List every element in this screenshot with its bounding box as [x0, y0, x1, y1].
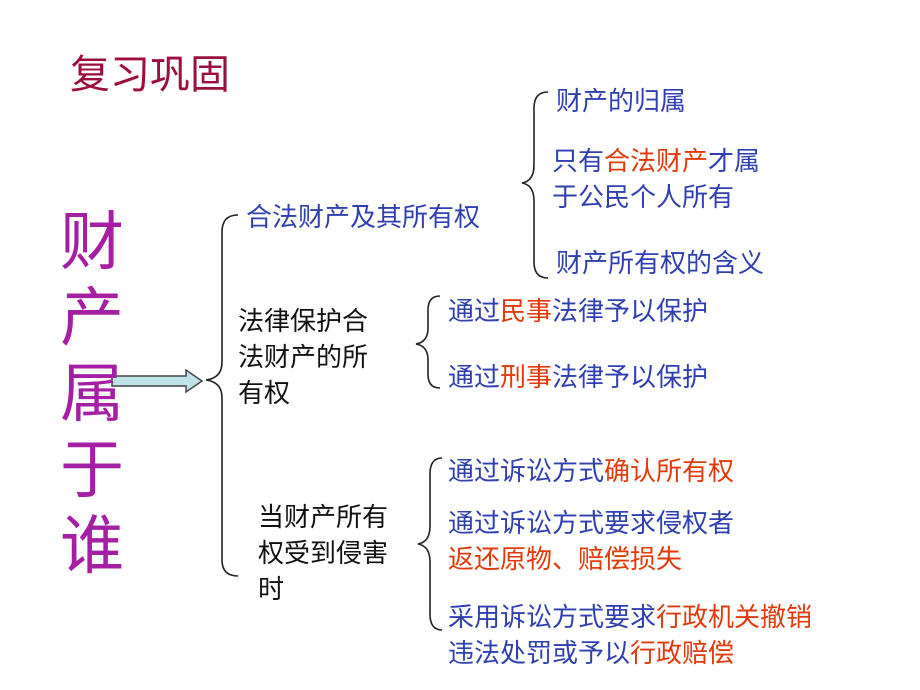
arrow-icon — [111, 368, 204, 394]
item-admin-line1: 采用诉讼方式要求行政机关撤销 — [448, 603, 813, 633]
brace-legal-property — [521, 91, 549, 279]
item-confirm-ownership: 通过诉讼方式确认所有权 — [448, 457, 735, 487]
topic-char: 谁 — [60, 510, 124, 584]
brace-legal-protection — [415, 295, 441, 389]
topic-label: 财 产 属 于 谁 — [52, 205, 132, 585]
page-title: 复习巩固 — [70, 52, 230, 98]
main-brace — [205, 214, 239, 577]
item-civil-protection: 通过民事法律予以保护 — [448, 297, 709, 327]
topic-char: 产 — [60, 282, 124, 356]
item-return-line2: 返还原物、赔偿损失 — [448, 545, 683, 575]
item-only-legal-line2: 于公民个人所有 — [552, 183, 735, 213]
item-belonging: 财产的归属 — [556, 87, 687, 117]
item-admin-line2: 违法处罚或予以行政赔偿 — [448, 639, 735, 669]
item-return-line1: 通过诉讼方式要求侵权者 — [448, 509, 735, 539]
topic-char: 财 — [60, 206, 124, 280]
item-meaning: 财产所有权的含义 — [556, 249, 765, 279]
branch-infringed: 当财产所有 权受到侵害 时 — [258, 503, 389, 605]
branch-legal-protection: 法律保护合 法财产的所 有权 — [238, 307, 369, 409]
topic-char: 于 — [60, 434, 124, 508]
brace-infringed — [417, 457, 443, 631]
topic-char: 属 — [60, 358, 124, 432]
branch-legal-property: 合法财产及其所有权 — [246, 203, 481, 233]
item-only-legal-line1: 只有合法财产才属 — [552, 147, 761, 177]
item-criminal-protection: 通过刑事法律予以保护 — [448, 363, 709, 393]
